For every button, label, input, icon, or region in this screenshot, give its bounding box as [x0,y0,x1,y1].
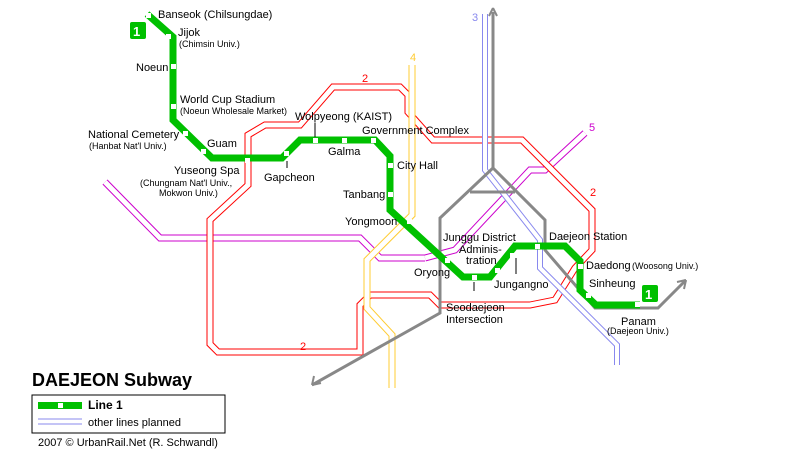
legend-line1-label: Line 1 [88,398,123,412]
label-city-hall: City Hall [397,160,438,172]
label-junggu: Junggu District [443,232,516,244]
legend-station-swatch [58,403,63,408]
station-gapcheon[interactable] [284,151,289,156]
station-panam[interactable] [635,302,640,307]
label-gapcheon: Gapcheon [264,172,315,184]
station-oryong[interactable] [445,258,450,263]
label-oryong: Oryong [414,267,450,279]
station-government-complex[interactable] [371,138,376,143]
station-galma[interactable] [342,138,347,143]
label-yuseong-sub2: Mokwon Univ.) [159,188,218,198]
label-world-cup-stadium-sub: (Noeun Wholesale Market) [180,106,287,116]
stations [146,13,640,307]
label-yuseong-sub1: (Chungnam Nat'l Univ., [140,178,232,188]
label-panam-sub: (Daejeon Univ.) [607,326,669,336]
label-national-cemetery-sub: (Hanbat Nat'l Univ.) [89,141,167,151]
svg-text:1: 1 [645,287,652,302]
station-tanbang[interactable] [388,192,393,197]
station-daejeon[interactable] [535,244,540,249]
label-jungangno: Jungangno [494,279,548,291]
label-galma: Galma [328,146,361,158]
line-1-badge: 1 [130,22,146,39]
line-2-label: 2 [362,73,368,85]
station-noeun[interactable] [171,64,176,69]
station-wolpyeong[interactable] [313,138,318,143]
line-3-planned [482,14,620,365]
line-1-badge: 1 [642,285,658,302]
station-national-cemetery[interactable] [183,131,188,136]
railway [311,7,688,387]
line-3-label: 3 [472,12,478,24]
label-jijok-sub: (Chimsin Univ.) [179,39,240,49]
label-government-complex: Government Complex [362,125,469,137]
line-2-planned [206,83,596,356]
station-jungangno[interactable] [495,268,500,273]
label-national-cemetery: National Cemetery [88,129,180,141]
label-daedong-sub: (Woosong Univ.) [632,261,698,271]
line-2-label: 2 [590,187,596,199]
line-4-label: 4 [410,52,416,64]
label-world-cup-stadium: World Cup Stadium [180,94,275,106]
station-guam[interactable] [201,149,206,154]
label-jijok: Jijok [178,27,201,39]
station-city-hall[interactable] [388,163,393,168]
label-guam: Guam [207,138,237,150]
label-tanbang: Tanbang [343,189,385,201]
legend-planned-label: other lines planned [88,417,181,429]
copyright: 2007 © UrbanRail.Net (R. Schwandl) [38,437,218,449]
label-daedong: Daedong [586,260,631,272]
label-yongmoon: Yongmoon [345,216,397,228]
station-daedong[interactable] [578,264,583,269]
line-5-planned [102,130,588,262]
label-wolpyeong: Wolpyeong (KAIST) [295,111,392,123]
label-leaders [286,123,517,291]
label-daejeon-station: Daejeon Station [549,231,627,243]
line-2-label: 2 [300,341,306,353]
station-banseok[interactable] [146,13,151,18]
label-sinheung: Sinheung [589,278,636,290]
label-banseok: Banseok (Chilsungdae) [158,9,272,21]
label-junggu-3: tration [466,255,497,267]
station-junggu[interactable] [510,253,515,258]
legend-planned-swatch [38,418,82,425]
line-5-label: 5 [589,122,595,134]
station-yongmoon[interactable] [407,219,412,224]
label-seodaejeon: Seodaejeon [446,302,505,314]
label-yuseong-spa: Yuseong Spa [174,165,240,177]
map-title: DAEJEON Subway [32,370,192,390]
label-panam: Panam [621,316,656,328]
station-jijok[interactable] [166,34,171,39]
label-junggu-2: Adminis- [459,244,502,256]
station-sinheung[interactable] [586,293,591,298]
line-4-planned [363,65,416,388]
label-noeun: Noeun [136,62,168,74]
svg-text:1: 1 [133,24,140,39]
station-seodaejeon[interactable] [472,275,477,280]
station-yuseong-spa[interactable] [245,158,250,163]
line-1-route [144,11,640,309]
label-seodaejeon-2: Intersection [446,314,503,326]
station-world-cup-stadium[interactable] [171,104,176,109]
legend-box [31,394,226,434]
